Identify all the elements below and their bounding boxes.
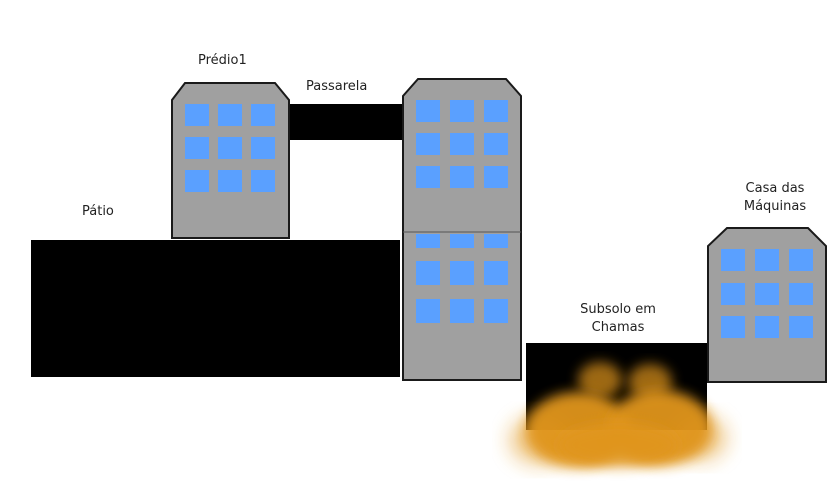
- fire-cloud: [510, 362, 726, 468]
- window: [450, 166, 474, 188]
- machine-house-label-line-1: Casa das: [745, 181, 805, 196]
- window: [450, 100, 474, 122]
- walkway-bridge: [288, 104, 404, 140]
- window: [416, 299, 440, 323]
- basement-fire-label-line-2: Chamas: [591, 320, 645, 335]
- building-2-body: [402, 78, 522, 381]
- window: [484, 261, 508, 285]
- window: [185, 104, 209, 126]
- basement-fire-label-line-1: Subsolo em: [580, 302, 656, 317]
- building-2: [402, 78, 522, 381]
- window: [185, 170, 209, 192]
- building-2-windows: [416, 100, 508, 323]
- window: [450, 133, 474, 155]
- machine-house-building: [707, 227, 827, 383]
- window: [251, 104, 275, 126]
- courtyard-label: Pátio: [82, 204, 114, 219]
- walkway-label: Passarela: [306, 79, 368, 94]
- window: [218, 137, 242, 159]
- window: [450, 261, 474, 285]
- window: [251, 170, 275, 192]
- window: [416, 234, 440, 248]
- basement-fire: [510, 343, 726, 468]
- window: [721, 316, 745, 338]
- basement-fire-label: Subsolo em Chamas: [570, 301, 666, 337]
- window: [218, 104, 242, 126]
- window: [789, 283, 813, 305]
- window: [484, 234, 508, 248]
- window: [484, 100, 508, 122]
- window: [484, 133, 508, 155]
- window: [251, 137, 275, 159]
- window: [484, 166, 508, 188]
- building-1-label: Prédio1: [198, 53, 247, 68]
- machine-house-label-line-2: Máquinas: [743, 199, 807, 214]
- courtyard-area: [31, 240, 400, 377]
- window: [450, 234, 474, 248]
- window: [789, 316, 813, 338]
- window: [416, 166, 440, 188]
- window: [416, 261, 440, 285]
- window: [218, 170, 242, 192]
- window: [755, 249, 779, 271]
- machine-house-windows: [721, 249, 813, 338]
- window: [416, 133, 440, 155]
- machine-house-label: Casa das Máquinas: [730, 180, 820, 216]
- window: [450, 299, 474, 323]
- window: [789, 249, 813, 271]
- window: [755, 283, 779, 305]
- window: [755, 316, 779, 338]
- window: [185, 137, 209, 159]
- building-1: [171, 82, 290, 239]
- building-1-windows: [185, 104, 275, 192]
- window: [484, 299, 508, 323]
- window: [721, 283, 745, 305]
- window: [721, 249, 745, 271]
- window: [416, 100, 440, 122]
